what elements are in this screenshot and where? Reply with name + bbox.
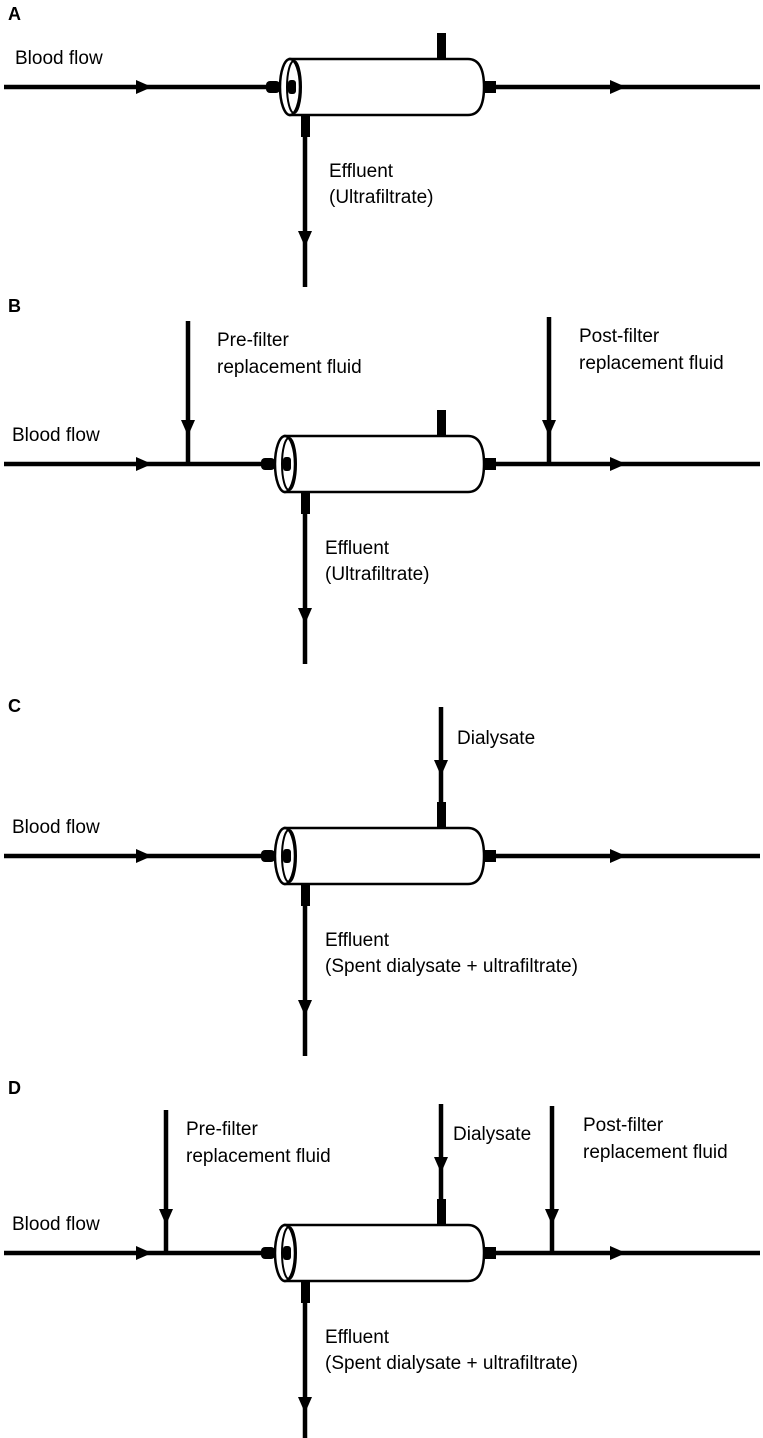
pre-filter-arrow — [181, 420, 195, 436]
post-filter-label-line-2: replacement fluid — [579, 353, 724, 374]
blood-flow-label: Blood flow — [12, 425, 100, 446]
blood-flow-arrow-in — [136, 849, 152, 863]
filter-body — [288, 57, 486, 117]
dialysate-port — [437, 33, 446, 59]
pre-filter-label-line-1: Pre-filter — [217, 330, 289, 351]
dialysate-arrow — [434, 760, 448, 776]
filter-inlet-seal — [283, 1246, 291, 1260]
dialysate-port — [437, 410, 446, 436]
effluent-label-line-1: Effluent — [325, 930, 390, 951]
panel-label: A — [8, 4, 21, 24]
filter-inlet-seal — [283, 457, 291, 471]
hemofilter — [261, 410, 496, 514]
effluent-label: Effluent (Spent dialysate + ultrafiltrate… — [325, 930, 578, 977]
filter-end-cap-rim — [286, 60, 302, 114]
effluent-label: Effluent (Ultrafiltrate) — [329, 161, 434, 208]
effluent-arrow — [298, 1397, 312, 1413]
post-filter-label: Post-filter replacement fluid — [583, 1115, 728, 1163]
effluent-port — [301, 884, 310, 906]
blood-flow-arrow-in — [136, 457, 152, 471]
filter-end-cap-rim — [281, 829, 297, 883]
effluent-port — [301, 492, 310, 514]
filter-end-cap-rim — [281, 437, 297, 491]
pre-filter-arrow — [159, 1209, 173, 1225]
dialysate-label: Dialysate — [453, 1124, 531, 1145]
blood-flow-label: Blood flow — [15, 48, 103, 69]
effluent-arrow — [298, 231, 312, 247]
effluent-label-line-1: Effluent — [325, 538, 390, 559]
dialysate-port — [437, 802, 446, 828]
pre-filter-label: Pre-filter replacement fluid — [186, 1119, 331, 1167]
effluent-port — [301, 1281, 310, 1303]
blood-flow-arrow-out — [610, 849, 626, 863]
effluent-label: Effluent (Ultrafiltrate) — [325, 538, 430, 585]
filter-body — [283, 1223, 486, 1283]
filter-inlet-port — [261, 458, 275, 470]
effluent-label-line-2: (Spent dialysate + ultrafiltrate) — [325, 1353, 578, 1374]
post-filter-arrow — [542, 420, 556, 436]
blood-flow-arrow-out — [610, 80, 626, 94]
blood-flow-arrow-in — [136, 1246, 152, 1260]
post-filter-arrow — [545, 1209, 559, 1225]
effluent-arrow — [298, 1000, 312, 1016]
dialysate-label: Dialysate — [457, 728, 535, 749]
post-filter-label-line-1: Post-filter — [579, 326, 660, 347]
pre-filter-label-line-1: Pre-filter — [186, 1119, 258, 1140]
panel-label: C — [8, 696, 21, 716]
pre-filter-label-line-2: replacement fluid — [186, 1146, 331, 1167]
effluent-label-line-2: (Ultrafiltrate) — [329, 187, 434, 208]
dialysate-port — [437, 1199, 446, 1225]
filter-inlet-port — [261, 1247, 275, 1259]
filter-inlet-seal — [288, 80, 296, 94]
effluent-label-line-1: Effluent — [329, 161, 394, 182]
hemofilter — [266, 33, 496, 137]
filter-inlet-port — [261, 850, 275, 862]
filter-inlet-port — [266, 81, 280, 93]
pre-filter-label-line-2: replacement fluid — [217, 357, 362, 378]
post-filter-label: Post-filter replacement fluid — [579, 326, 724, 374]
blood-flow-arrow-out — [610, 1246, 626, 1260]
hemofilter — [261, 1199, 496, 1303]
effluent-arrow — [298, 608, 312, 624]
hemofilter — [261, 802, 496, 906]
effluent-label-line-2: (Ultrafiltrate) — [325, 564, 430, 585]
dialysate-arrow — [434, 1157, 448, 1173]
pre-filter-label: Pre-filter replacement fluid — [217, 330, 362, 378]
filter-inlet-seal — [283, 849, 291, 863]
filter-body — [283, 826, 486, 886]
effluent-label: Effluent (Spent dialysate + ultrafiltrate… — [325, 1327, 578, 1374]
blood-flow-label: Blood flow — [12, 817, 100, 838]
blood-flow-arrow-out — [610, 457, 626, 471]
post-filter-label-line-2: replacement fluid — [583, 1142, 728, 1163]
panel-label: D — [8, 1078, 21, 1098]
blood-flow-label: Blood flow — [12, 1214, 100, 1235]
effluent-label-line-1: Effluent — [325, 1327, 390, 1348]
panel-label: B — [8, 296, 21, 316]
blood-flow-arrow-in — [136, 80, 152, 94]
effluent-port — [301, 115, 310, 137]
effluent-label-line-2: (Spent dialysate + ultrafiltrate) — [325, 956, 578, 977]
post-filter-label-line-1: Post-filter — [583, 1115, 664, 1136]
filter-body — [283, 434, 486, 494]
filter-end-cap-rim — [281, 1226, 297, 1280]
